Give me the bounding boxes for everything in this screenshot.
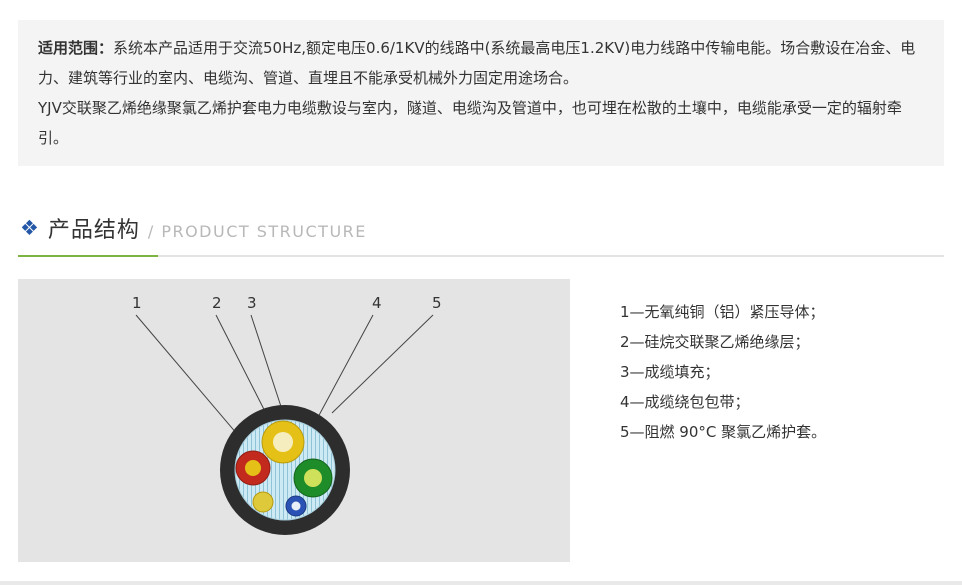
legend-item-3: 3—成缆填充； xyxy=(620,363,720,381)
application-scope-paragraph-1: 适用范围：系统本产品适用于交流50Hz,额定电压0.6/1KV的线路中(系统最高… xyxy=(38,33,924,93)
section-title-cn: 产品结构 xyxy=(47,218,140,243)
product-structure-content: 1 2 3 4 5 xyxy=(18,279,944,562)
diagram-label-1: 1 xyxy=(132,294,142,312)
cable-cross-section-diagram: 1 2 3 4 5 xyxy=(132,294,442,535)
legend-item-2: 2—硅烷交联聚乙烯绝缘层； xyxy=(620,333,810,351)
cable-core-blue-conductor xyxy=(291,501,301,511)
leader-line-4 xyxy=(316,314,374,420)
cable-diagram-panel: 1 2 3 4 5 xyxy=(18,279,570,562)
diagram-label-2: 2 xyxy=(212,294,222,312)
application-scope-paragraph-2: YJV交联聚乙烯绝缘聚氯乙烯护套电力电缆敷设与室内，隧道、电缆沟及管道中，也可埋… xyxy=(38,99,902,147)
diagram-label-4: 4 xyxy=(372,294,382,312)
section-title-en: / PRODUCT STRUCTURE xyxy=(147,222,367,241)
section-underline-accent xyxy=(18,255,158,257)
application-scope-label: 适用范围： xyxy=(38,39,114,57)
diagram-legend: 1—无氧纯铜（铝）紧压导体； 2—硅烷交联聚乙烯绝缘层； 3—成缆填充； 4—成… xyxy=(620,279,826,562)
section-underline xyxy=(18,255,944,257)
diagram-label-5: 5 xyxy=(432,294,442,312)
application-scope-line1: 系统本产品适用于交流50Hz,额定电压0.6/1KV的线路中(系统最高电压1.2… xyxy=(38,39,916,87)
footer-strip xyxy=(0,581,962,585)
legend-item-5: 5—阻燃 90°C 聚氯乙烯护套。 xyxy=(620,423,827,441)
legend-item-4: 4—成缆绕包包带； xyxy=(620,393,750,411)
legend-item-1: 1—无氧纯铜（铝）紧压导体； xyxy=(620,303,825,321)
diamond-icon: ❖ xyxy=(20,215,39,240)
diagram-label-3: 3 xyxy=(247,294,257,312)
cable-core-yellow-conductor xyxy=(273,432,293,452)
page: 适用范围：系统本产品适用于交流50Hz,额定电压0.6/1KV的线路中(系统最高… xyxy=(18,20,944,562)
section-header: ❖ 产品结构 / PRODUCT STRUCTURE xyxy=(18,212,944,244)
application-scope-panel: 适用范围：系统本产品适用于交流50Hz,额定电压0.6/1KV的线路中(系统最高… xyxy=(18,20,944,166)
leader-line-5 xyxy=(331,314,434,414)
cable-core-small-yellow xyxy=(252,491,274,513)
cable-core-red-conductor xyxy=(245,460,261,476)
cable-core-green-conductor xyxy=(304,469,322,487)
